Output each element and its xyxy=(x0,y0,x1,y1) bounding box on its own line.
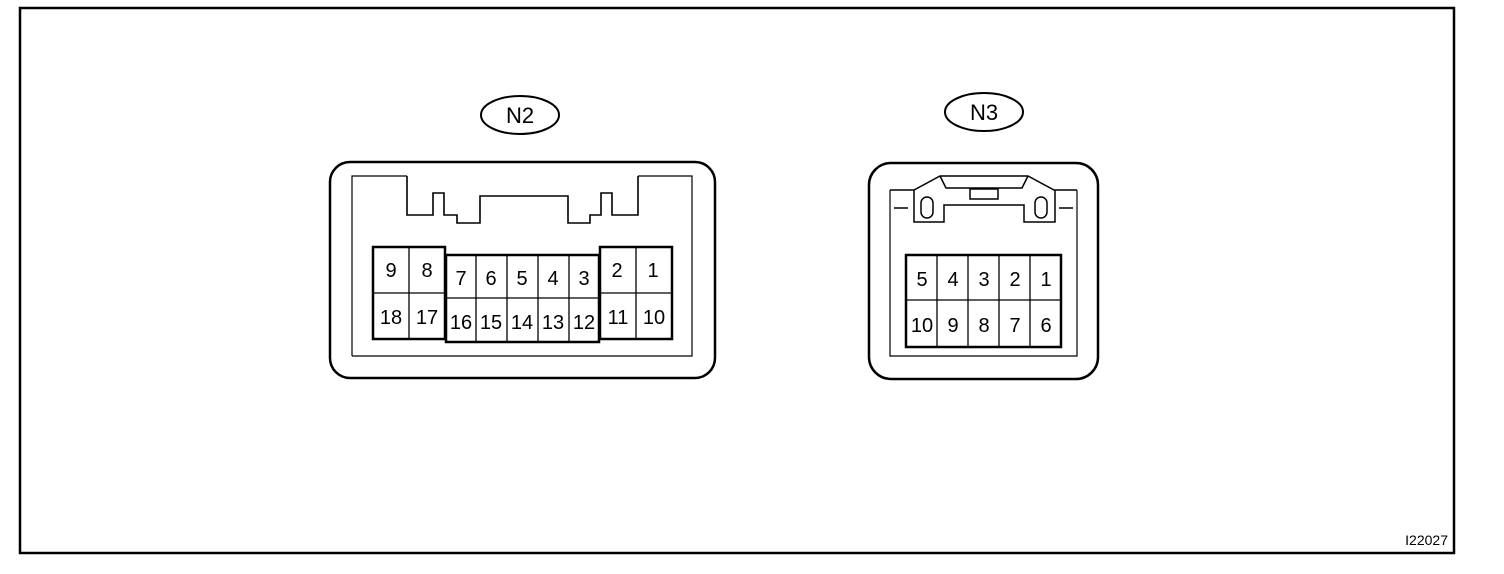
pin-number: 17 xyxy=(416,307,438,329)
pin-number: 11 xyxy=(608,307,629,329)
connector-label: N3 xyxy=(970,100,998,125)
pin-number: 4 xyxy=(947,269,958,291)
pin-number: 12 xyxy=(573,312,595,334)
connector-n2: N2 1 2 3 4 5 6 7 8 9 10 11 12 xyxy=(328,95,717,380)
pin-grid-lines xyxy=(373,247,672,342)
figure-id: I22027 xyxy=(1405,532,1448,548)
connector-n3: N3 1 2 3 4 5 6 7 8 9 10 xyxy=(867,92,1100,381)
housing-inner-outline xyxy=(351,175,693,357)
pin-number: 7 xyxy=(455,268,466,290)
pin-number: 8 xyxy=(421,260,432,282)
pin-number: 18 xyxy=(380,307,402,329)
pin-number: 1 xyxy=(647,260,658,282)
pin-number: 2 xyxy=(611,260,622,282)
pin-grid-lines xyxy=(906,255,1061,347)
connector-label: N2 xyxy=(506,103,534,128)
latch-hole-left xyxy=(920,196,934,219)
pin-number: 16 xyxy=(450,312,472,334)
pin-number: 3 xyxy=(978,269,989,291)
pin-number: 5 xyxy=(916,269,927,291)
pin-number: 3 xyxy=(578,268,589,290)
pin-number: 2 xyxy=(1009,269,1020,291)
pin-number: 1 xyxy=(1040,269,1051,291)
pin-number: 6 xyxy=(1040,315,1051,337)
figure-frame xyxy=(18,6,1456,555)
locking-tab-profile xyxy=(406,176,639,224)
connector-housing xyxy=(328,160,717,380)
pin-number: 15 xyxy=(480,312,502,334)
pin-block xyxy=(904,253,1063,349)
pin-number: 10 xyxy=(643,307,665,329)
pin-number: 4 xyxy=(547,268,558,290)
latch-hole-right xyxy=(1034,196,1048,219)
pin-number: 13 xyxy=(542,312,564,334)
connector-housing xyxy=(867,161,1100,381)
connector-label-bubble xyxy=(480,95,560,135)
connector-label-bubble xyxy=(944,92,1024,132)
latch-bridge xyxy=(890,175,1077,223)
pin-number: 5 xyxy=(516,268,527,290)
pin-number: 7 xyxy=(1009,315,1020,337)
pin-number: 10 xyxy=(911,315,933,337)
pin-number: 14 xyxy=(511,312,533,334)
pin-number: 8 xyxy=(978,315,989,337)
pin-number: 9 xyxy=(385,260,396,282)
pin-number: 9 xyxy=(947,315,958,337)
housing-inner-outline xyxy=(889,190,1078,357)
pin-number: 6 xyxy=(485,268,496,290)
